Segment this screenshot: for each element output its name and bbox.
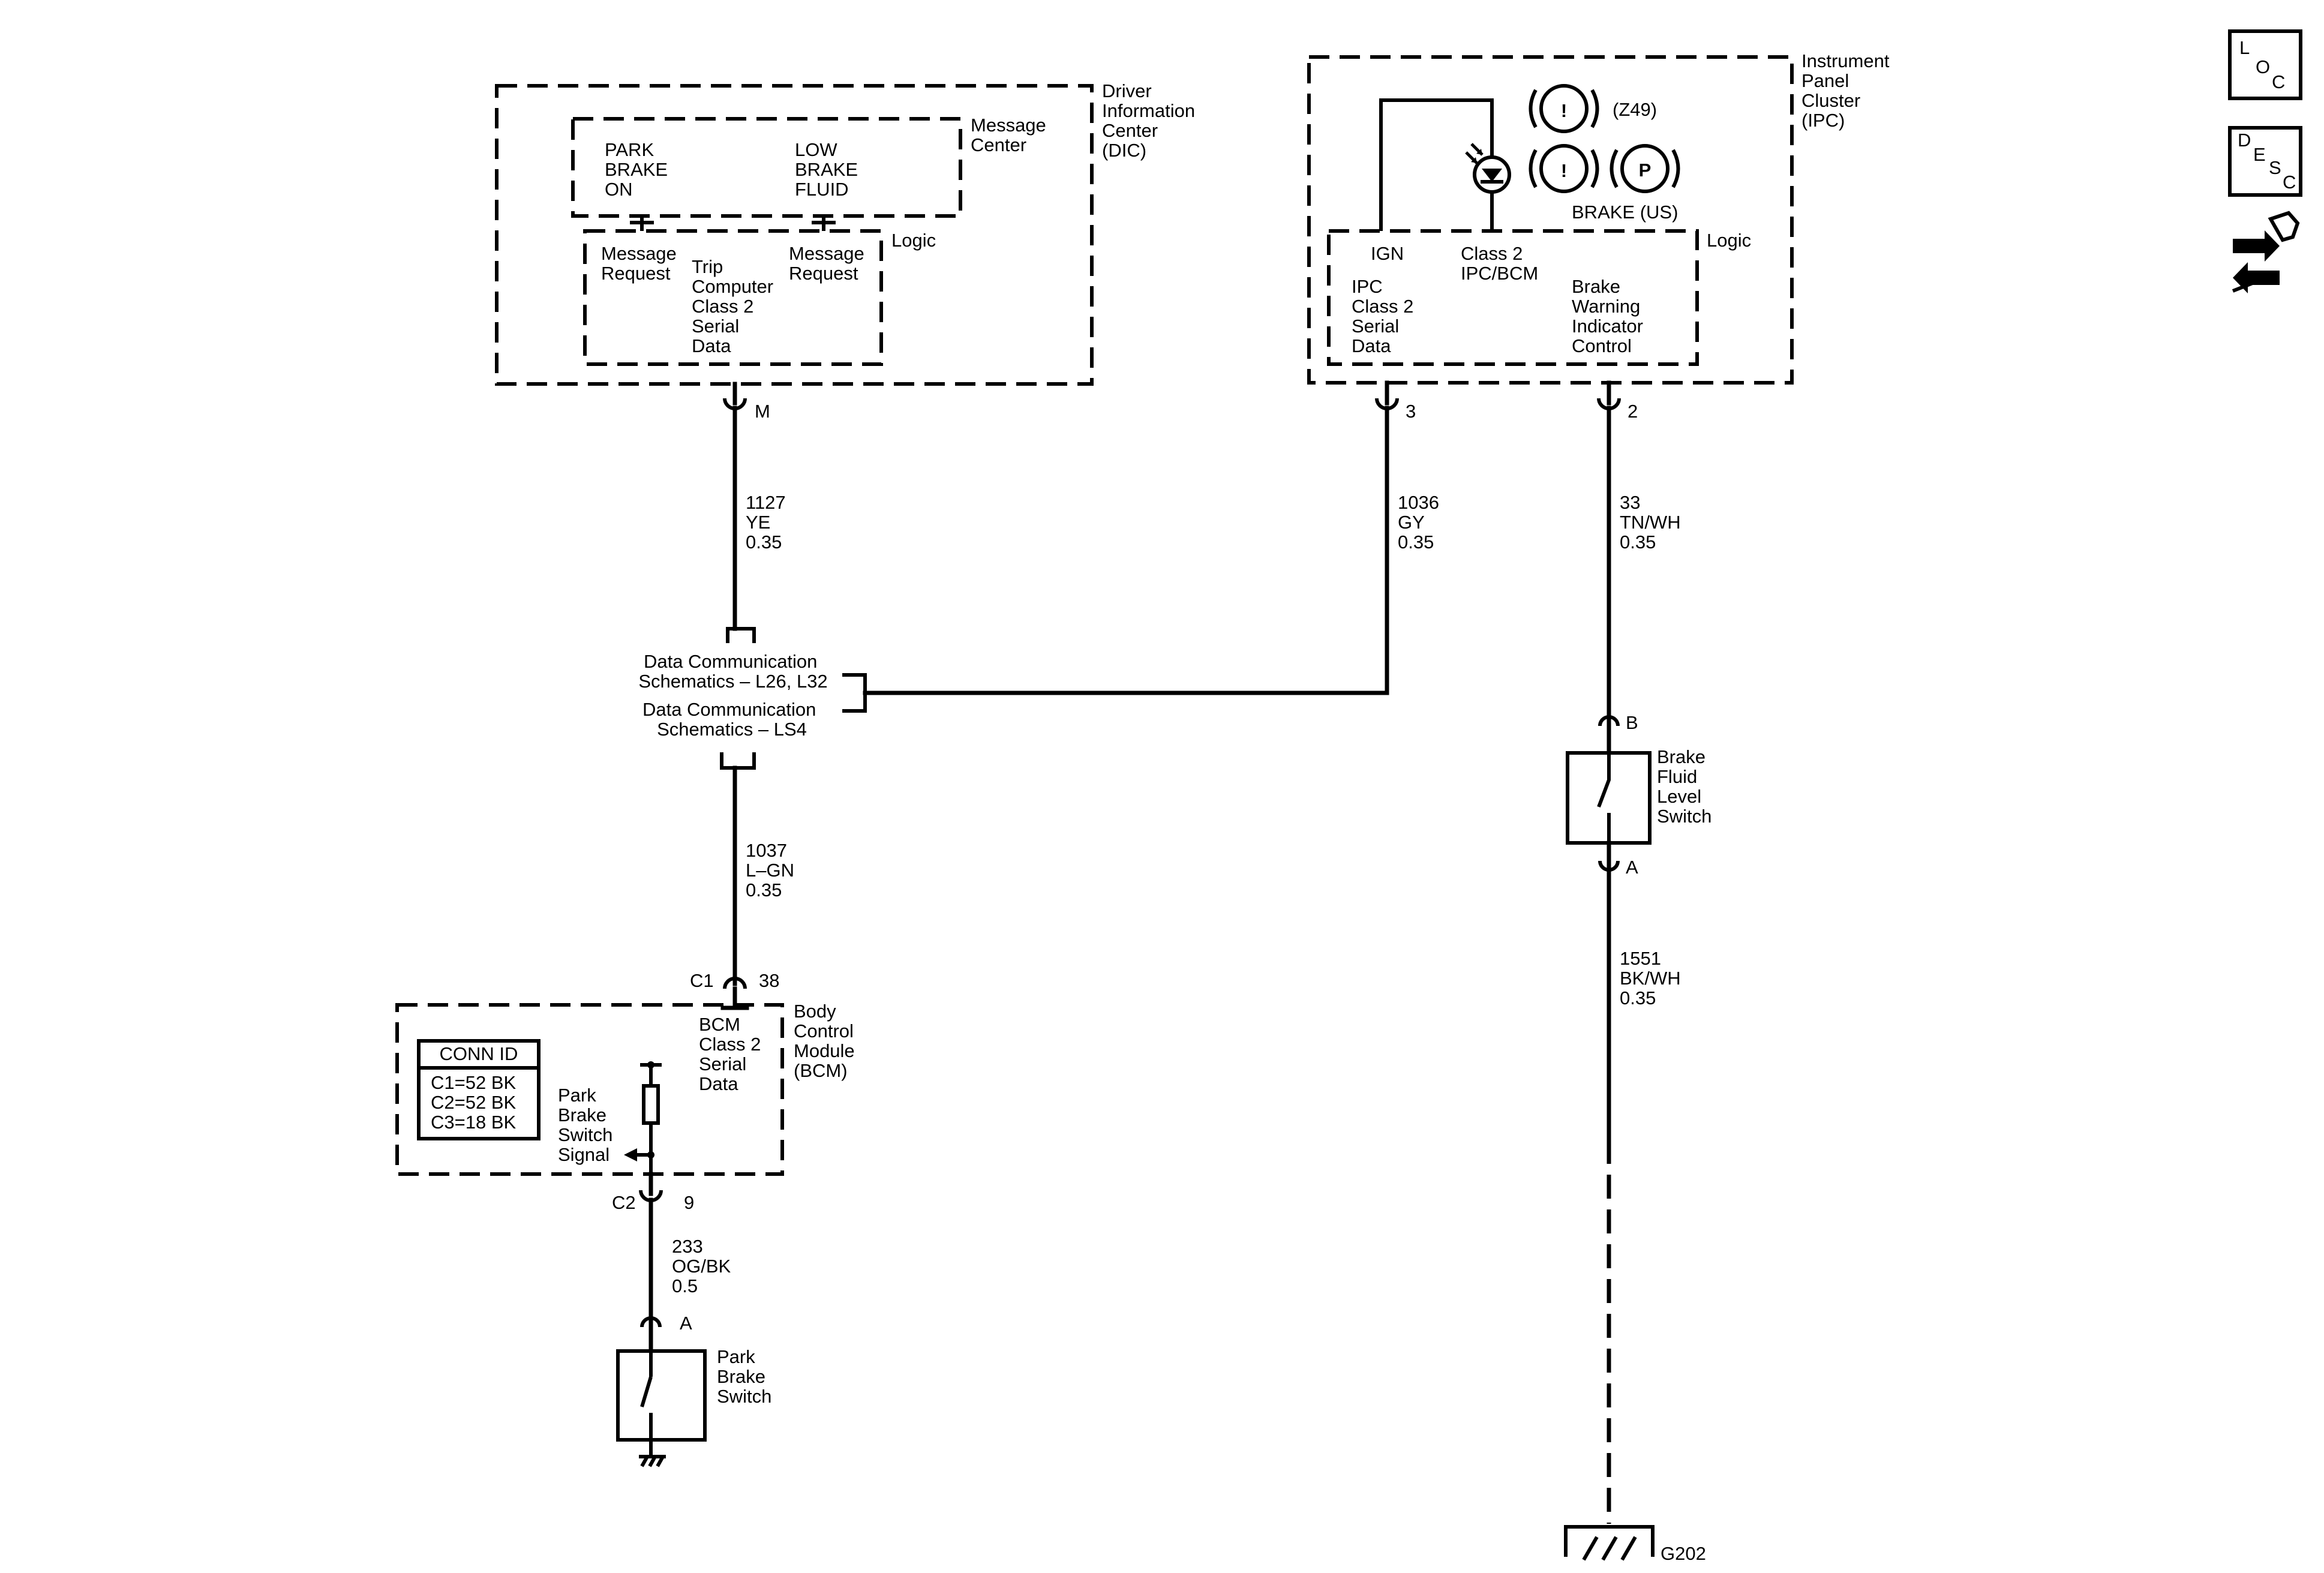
brake-warning-control: Brake Warning Indicator Control <box>1572 276 1649 356</box>
ground-icon <box>639 1440 666 1467</box>
data-comm-bracket-bottom <box>720 752 756 770</box>
message-center-box <box>571 117 962 218</box>
svg-text:!: ! <box>1561 160 1567 181</box>
wire-33-label: 33 TN/WH 0.35 <box>1620 492 1686 553</box>
class2-ipc-bcm: Class 2 IPC/BCM <box>1461 243 1538 284</box>
svg-text:C: C <box>2272 71 2285 92</box>
bcm-pullup-resistor <box>624 1061 662 1176</box>
svg-text:L: L <box>2239 37 2250 58</box>
park-brake-icon: P <box>1610 144 1680 193</box>
message-request-left: Message Request <box>601 243 681 284</box>
svg-text:O: O <box>2256 56 2270 77</box>
trip-computer-data: Trip Computer Class 2 Serial Data <box>692 256 779 356</box>
wire-1037-label: 1037 L–GN 0.35 <box>746 840 800 900</box>
pin-fluid-a: A <box>1626 857 1638 878</box>
bcm-class2-data: BCM Class 2 Serial Data <box>699 1014 766 1094</box>
message-center-label: Message Center <box>971 115 1051 155</box>
wire-1036-label: 1036 GY 0.35 <box>1398 492 1445 553</box>
wire-1127-label: 1127 YE 0.35 <box>746 492 791 553</box>
brake-fluid-switch-label: Brake Fluid Level Switch <box>1657 746 1712 827</box>
data-comm-bracket-side <box>842 673 867 713</box>
data-comm-ref-2: Data Communication Schematics – LS4 <box>642 699 821 740</box>
ign-wire <box>1379 98 1494 231</box>
pin-m: M <box>755 401 770 422</box>
bcm-connector-c2 <box>639 1172 663 1202</box>
data-comm-bracket-top <box>726 627 756 643</box>
ign-label: IGN <box>1371 243 1404 264</box>
ipc-connector-2 <box>1597 380 1621 410</box>
ipc-logic-box <box>1327 229 1699 366</box>
svg-text:!: ! <box>1561 100 1567 121</box>
message-link-right <box>812 216 836 231</box>
pin-3: 3 <box>1406 401 1416 422</box>
indicator-led-icon <box>1465 143 1511 194</box>
low-brake-fluid-message: LOW BRAKE FLUID <box>795 139 863 200</box>
z49-label: (Z49) <box>1613 99 1657 120</box>
wire-1551-label: 1551 BK/WH 0.35 <box>1620 948 1686 1008</box>
park-brake-switch-label: Park Brake Switch <box>717 1346 771 1407</box>
fluid-connector-b <box>1598 715 1620 754</box>
pin-c2: C2 <box>612 1192 636 1213</box>
dic-module-box <box>495 84 1094 386</box>
conn-id-title: CONN ID <box>440 1043 518 1064</box>
svg-text:C: C <box>2283 172 2296 193</box>
conn-id-row: C1=52 BK <box>431 1072 517 1093</box>
park-brake-switch <box>616 1349 707 1442</box>
brake-fluid-level-switch <box>1566 751 1652 845</box>
brake-us-label: BRAKE (US) <box>1572 202 1678 223</box>
g202-ground-icon <box>1564 1525 1655 1561</box>
dic-label: Driver Information Center (DIC) <box>1102 80 1200 161</box>
dic-logic-label: Logic <box>891 230 936 251</box>
pin-c1: C1 <box>690 970 714 991</box>
ipc-label: Instrument Panel Cluster (IPC) <box>1801 50 1894 131</box>
conn-id-table: CONN ID C1=52 BK C2=52 BK C3=18 BK <box>417 1039 541 1140</box>
park-brake-on-message: PARK BRAKE ON <box>605 139 673 200</box>
park-brake-signal-label: Park Brake Switch Signal <box>558 1085 618 1165</box>
data-comm-ref-1: Data Communication Schematics – L26, L32 <box>638 651 827 692</box>
bcm-label: Body Control Module (BCM) <box>794 1001 860 1081</box>
svg-text:E: E <box>2253 144 2266 165</box>
location-button[interactable]: L O C <box>2228 29 2302 100</box>
description-button[interactable]: D E S C <box>2228 126 2302 197</box>
fluid-connector-a <box>1598 840 1620 872</box>
brake-warning-icon-z49: ! <box>1529 84 1599 133</box>
dic-connector-m <box>723 382 747 410</box>
conn-id-row: C2=52 BK <box>431 1092 517 1113</box>
g202-label: G202 <box>1661 1543 1706 1564</box>
svg-text:S: S <box>2269 157 2281 178</box>
pin-2: 2 <box>1628 401 1638 422</box>
ipc-logic-label: Logic <box>1707 230 1751 251</box>
park-brake-connector-a <box>640 1316 662 1352</box>
message-request-right: Message Request <box>789 243 869 284</box>
message-link-left <box>630 216 654 231</box>
wire-1036 <box>863 406 1389 695</box>
svg-text:D: D <box>2238 130 2251 151</box>
pin-park-a: A <box>680 1313 692 1334</box>
ipc-module-box <box>1307 55 1794 385</box>
pin-38: 38 <box>759 970 779 991</box>
ipc-class2-data: IPC Class 2 Serial Data <box>1352 276 1419 356</box>
wire-233-label: 233 OG/BK 0.5 <box>672 1236 736 1296</box>
pin-fluid-b: B <box>1626 712 1638 733</box>
repair-tool-icon[interactable] <box>2232 211 2300 293</box>
bcm-module-box <box>395 1003 784 1176</box>
brake-warning-icon: ! <box>1529 144 1599 193</box>
pin-9: 9 <box>684 1192 694 1213</box>
conn-id-row: C3=18 BK <box>431 1112 517 1133</box>
svg-text:P: P <box>1639 160 1652 181</box>
ipc-connector-3 <box>1375 380 1399 410</box>
bcm-connector-c1 <box>720 977 749 1010</box>
